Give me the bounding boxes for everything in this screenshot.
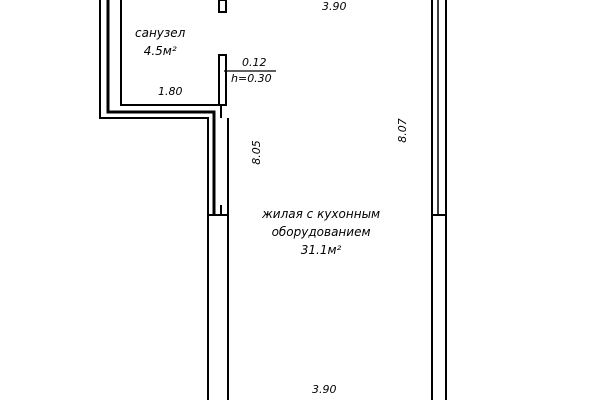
- door-post-bottom: [218, 54, 227, 106]
- room-name-living-line2: оборудованием: [271, 225, 371, 239]
- left-window-wall: [207, 214, 229, 400]
- room-area-wc: 4.5м²: [143, 44, 177, 58]
- room-area-living: 31.1м²: [300, 243, 342, 257]
- room-label-wc: санузел 4.5м²: [135, 27, 185, 57]
- room-name-wc: санузел: [135, 26, 186, 40]
- dimension-right-length: 8.07: [395, 118, 409, 143]
- dimension-wc-width: 1.80: [158, 85, 183, 98]
- right-window-wall: [431, 214, 447, 400]
- dimension-opening-width: 0.12: [242, 56, 267, 69]
- wc-left-wall: [99, 0, 209, 215]
- dimension-bottom-width: 3.90: [312, 383, 337, 396]
- dimension-top-width: 3.90: [322, 0, 347, 13]
- room-name-living-line1: жилая с кухонным: [262, 207, 381, 221]
- dimension-opening-height: h=0.30: [231, 72, 272, 85]
- dimension-left-length: 8.05: [249, 140, 263, 165]
- room-label-living: жилая с кухонным оборудованием 31.1м²: [262, 208, 380, 256]
- door-post-top: [218, 0, 227, 13]
